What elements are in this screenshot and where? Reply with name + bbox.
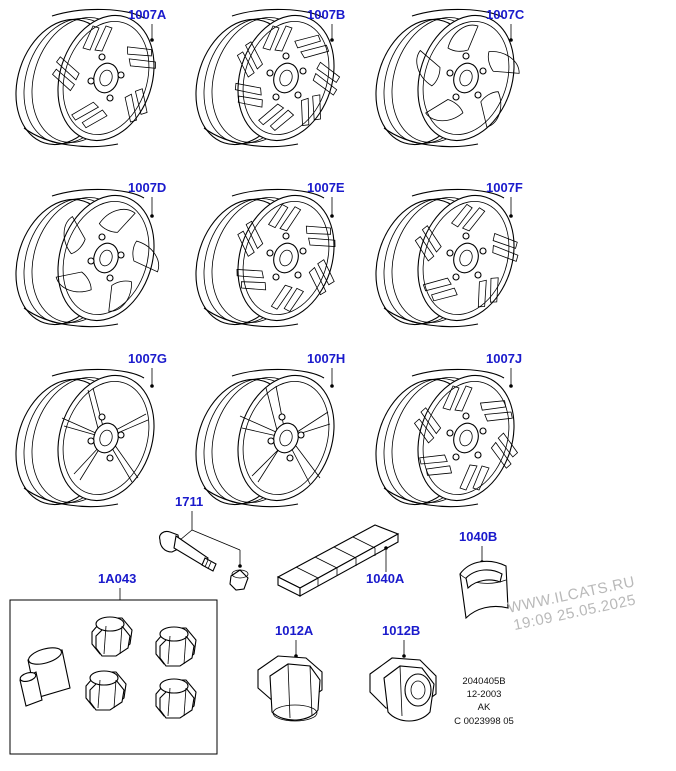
locking-nut-outline	[89, 670, 119, 686]
locking-nut	[85, 670, 127, 711]
label-1a043: 1A043	[98, 571, 136, 586]
wheel-1007e	[179, 182, 351, 338]
label-1007e: 1007E	[307, 180, 345, 195]
locking-nut	[91, 616, 133, 657]
locking-nut-outline	[167, 687, 171, 717]
label-1007b: 1007B	[307, 7, 345, 22]
wheel-1007f	[359, 182, 531, 338]
wheel-1007d	[0, 182, 171, 338]
label-1007d: 1007D	[128, 180, 166, 195]
locking-nut-outline	[159, 678, 189, 694]
locking-nut-outline	[159, 626, 189, 642]
wheel-1007g	[0, 362, 171, 518]
ref-date: 12-2003	[467, 689, 502, 700]
ref-code: AK	[478, 702, 491, 713]
ref-catalog-number: C 0023998 05	[454, 716, 514, 727]
locking-nut-outline	[103, 625, 107, 655]
locking-nut-outline	[119, 625, 123, 655]
locking-wheel-nut-kit-1a043: 1A043	[9, 571, 218, 755]
wheel-1007c	[359, 2, 531, 158]
label-1012a: 1012A	[275, 623, 314, 638]
callout-group-wheels: 1007A 1007B 1007C 1007D 1007E 1007F 1007…	[128, 7, 525, 388]
locking-nut-outline	[167, 635, 171, 665]
locking-nut-outline	[113, 679, 117, 709]
valve-stem-1711: 1711	[159, 494, 249, 591]
locking-nut-outline	[97, 679, 101, 709]
label-1007h: 1007H	[307, 351, 345, 366]
locking-nut-outline	[183, 635, 187, 665]
label-1711: 1711	[175, 494, 203, 509]
reference-block: 2040405B 12-2003 AK C 0023998 05	[454, 676, 514, 727]
label-1007a: 1007A	[128, 7, 167, 22]
wheel-nut-1012a: 1012A	[257, 623, 323, 722]
watermark: WWW.ILCATS.RU 19:09 25.05.2025	[506, 573, 637, 634]
wheel-1007h	[179, 362, 351, 518]
label-1007c: 1007C	[486, 7, 525, 22]
locking-nut	[155, 626, 197, 667]
wheel-1007a	[0, 2, 171, 158]
locking-nut-outline	[183, 687, 187, 717]
label-1007g: 1007G	[128, 351, 167, 366]
wheel-nut-1012b: 1012B	[369, 623, 437, 722]
locking-nut-outline	[95, 616, 125, 632]
wheel-1007j	[359, 362, 531, 518]
label-1040b: 1040B	[459, 529, 497, 544]
kit-frame	[9, 599, 218, 755]
clip-weight-1040b: 1040B	[459, 529, 509, 620]
locking-key	[19, 647, 71, 707]
label-1012b: 1012B	[382, 623, 420, 638]
locking-nut	[155, 678, 197, 719]
label-1040a: 1040A	[366, 571, 405, 586]
balance-weight-strip-1040a: 1040A	[276, 524, 405, 597]
wheel-1007b	[179, 2, 351, 158]
label-1007f: 1007F	[486, 180, 523, 195]
label-1007j: 1007J	[486, 351, 522, 366]
ref-illustration-number: 2040405B	[462, 676, 505, 687]
